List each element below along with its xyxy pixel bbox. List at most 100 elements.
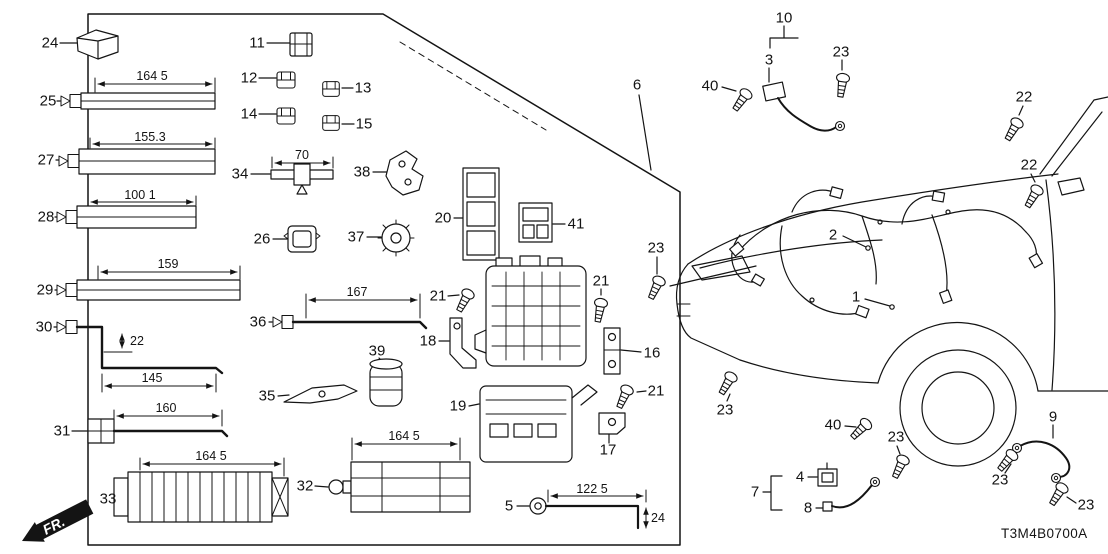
dimension-label: 164 5 — [388, 428, 420, 443]
part-16-bracket — [603, 327, 642, 375]
callout-41: 41 — [567, 215, 585, 233]
bolt-22-a — [1001, 105, 1026, 144]
leader-1 — [864, 298, 891, 307]
callout-23: 23 — [832, 43, 850, 61]
callout-23: 23 — [716, 401, 734, 419]
callout-20: 20 — [434, 209, 452, 227]
part-38-bracket — [372, 150, 424, 196]
part-35-bracket — [277, 384, 358, 404]
bolt-40-top — [721, 85, 755, 114]
callout-18: 18 — [419, 332, 437, 350]
part-29-harness — [54, 265, 241, 301]
bolt-21-c — [612, 382, 647, 411]
callout-8: 8 — [803, 499, 813, 517]
part-17-bracket — [598, 412, 626, 444]
dimension-label: 100 1 — [124, 187, 156, 202]
callout-11: 11 — [249, 34, 265, 52]
part-28-harness — [54, 195, 197, 229]
callout-34: 34 — [231, 165, 249, 183]
callout-1: 1 — [851, 288, 861, 306]
bolt-23-left — [644, 256, 668, 302]
part-20-bracket — [453, 167, 500, 261]
part-19-box — [468, 384, 598, 463]
callout-3: 3 — [764, 51, 774, 69]
callout-7: 7 — [750, 483, 760, 501]
part-34-clip — [250, 156, 334, 195]
part-39-tube — [369, 357, 403, 407]
part-25-harness — [56, 77, 216, 110]
part-11-fuse — [266, 32, 313, 57]
part-32-duct — [314, 437, 471, 513]
dimension-label: 159 — [157, 256, 179, 271]
leader-6 — [638, 94, 652, 171]
callout-17: 17 — [599, 441, 617, 459]
part-5-grommet-wire — [516, 489, 649, 530]
dimension-label: 122 5 — [576, 481, 608, 496]
ground-leader — [669, 265, 757, 287]
callout-30: 30 — [35, 318, 53, 336]
callout-24: 24 — [41, 34, 59, 52]
callout-40: 40 — [824, 416, 842, 434]
callout-13: 13 — [354, 79, 372, 97]
group-7-4-8 — [762, 462, 881, 512]
dimension-label: 164 5 — [136, 68, 168, 83]
callout-23: 23 — [991, 471, 1009, 489]
callout-28: 28 — [37, 208, 55, 226]
engine-harness — [669, 186, 1044, 319]
callout-16: 16 — [643, 344, 661, 362]
fr-arrow: FR. — [22, 499, 94, 542]
bolt-21-a — [447, 286, 477, 315]
car-body — [675, 96, 1108, 467]
bolt-23-top — [833, 59, 851, 99]
callout-4: 4 — [795, 468, 805, 486]
callout-40: 40 — [701, 77, 719, 95]
dimension-label: 160 — [155, 400, 177, 415]
dimension-label: 155.3 — [134, 129, 166, 144]
bolt-23-lowerleft — [715, 369, 740, 402]
parts-box-border — [87, 13, 681, 546]
part-26-connector — [272, 225, 321, 253]
callout-9: 9 — [1048, 408, 1058, 426]
part-14-fuse — [258, 107, 296, 125]
callout-37: 37 — [347, 228, 365, 246]
dimension-label: 24 — [651, 510, 665, 525]
callout-36: 36 — [249, 313, 267, 331]
dimension-label: 22 — [130, 333, 144, 348]
callout-23: 23 — [887, 428, 905, 446]
callout-19: 19 — [449, 397, 467, 415]
callout-21: 21 — [592, 272, 610, 290]
part-13-fuse — [322, 81, 354, 97]
callout-14: 14 — [240, 105, 258, 123]
callout-21: 21 — [429, 287, 447, 305]
bolt-21-b — [590, 288, 609, 324]
part-37-grommet — [366, 219, 415, 257]
group-9 — [994, 424, 1077, 509]
callout-5: 5 — [504, 497, 514, 515]
dimension-label: 164 5 — [195, 448, 227, 463]
part-27-harness — [55, 137, 216, 175]
callout-23: 23 — [647, 239, 665, 257]
part-30-harness — [53, 319, 224, 393]
callout-27: 27 — [37, 151, 55, 169]
callout-39: 39 — [368, 342, 386, 360]
bolt-22-b — [1021, 173, 1046, 211]
callout-26: 26 — [253, 230, 271, 248]
bolt-40-bottom — [844, 415, 875, 443]
part-41-relay-box — [518, 202, 566, 243]
callout-32: 32 — [296, 477, 314, 495]
dimension-label: 145 — [141, 370, 163, 385]
part-12-fuse — [258, 71, 296, 89]
callout-2: 2 — [828, 226, 838, 244]
callout-22: 22 — [1015, 88, 1033, 106]
callout-35: 35 — [258, 387, 276, 405]
part-15-fuse — [322, 115, 355, 131]
callout-10: 10 — [775, 9, 793, 27]
callout-31: 31 — [53, 422, 71, 440]
callout-25: 25 — [39, 92, 57, 110]
callout-21: 21 — [647, 382, 665, 400]
part-18-bracket — [438, 317, 477, 369]
callout-29: 29 — [36, 281, 54, 299]
leader-2 — [842, 235, 867, 248]
